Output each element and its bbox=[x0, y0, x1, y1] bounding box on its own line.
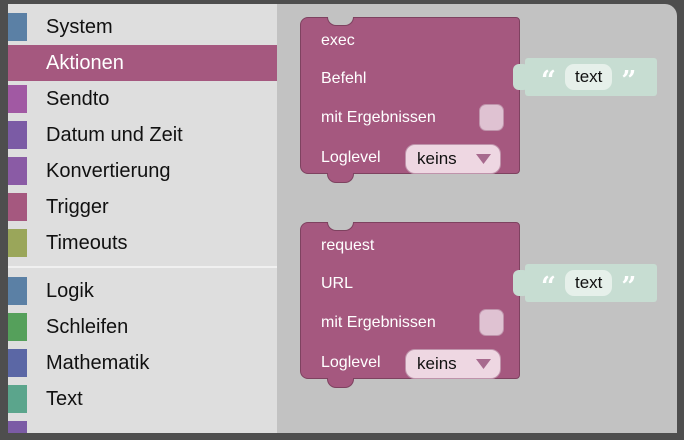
toolbox-separator bbox=[8, 261, 277, 273]
category-swatch-partial bbox=[8, 421, 27, 433]
block-request[interactable]: request URL mit Ergebnissen Loglevel kei… bbox=[300, 222, 520, 388]
sidebar-item-text[interactable]: Text bbox=[8, 381, 277, 417]
quote-open-icon: “ bbox=[541, 272, 556, 302]
sidebar-item-mathematik[interactable]: Mathematik bbox=[8, 345, 277, 381]
checkbox-label: mit Ergebnissen bbox=[321, 109, 436, 126]
quote-close-icon: ” bbox=[621, 66, 637, 96]
dropdown-value: keins bbox=[417, 149, 457, 168]
previous-connection-notch bbox=[327, 17, 354, 26]
category-swatch-timeouts bbox=[8, 229, 27, 257]
category-swatch-trigger bbox=[8, 193, 27, 221]
category-swatch-datum bbox=[8, 121, 27, 149]
sidebar-item-label: Konvertierung bbox=[46, 159, 171, 182]
next-connection-tab bbox=[327, 378, 354, 388]
quote-close-icon: ” bbox=[621, 272, 637, 302]
sidebar-item-aktionen[interactable]: Aktionen bbox=[8, 45, 277, 81]
category-swatch-system bbox=[8, 13, 27, 41]
sidebar-item-label: Schleifen bbox=[46, 315, 129, 338]
text-field-value: text bbox=[574, 273, 603, 292]
sidebar-item-label: Logik bbox=[46, 279, 94, 302]
checkbox-field[interactable] bbox=[479, 104, 504, 131]
previous-connection-notch bbox=[327, 222, 354, 231]
category-swatch-text bbox=[8, 385, 27, 413]
text-shadow-block[interactable]: “ text ” bbox=[513, 58, 657, 96]
category-swatch-aktionen bbox=[8, 49, 27, 77]
text-field[interactable]: text bbox=[564, 64, 613, 90]
loglevel-dropdown[interactable]: keins bbox=[405, 349, 501, 379]
blockly-workspace[interactable]: System Aktionen Sendto Datum und Zeit Ko… bbox=[8, 4, 677, 433]
sidebar-item-datum-und-zeit[interactable]: Datum und Zeit bbox=[8, 117, 277, 153]
sidebar-item-sendto[interactable]: Sendto bbox=[8, 81, 277, 117]
sidebar-item-trigger[interactable]: Trigger bbox=[8, 189, 277, 225]
sidebar-item-logik[interactable]: Logik bbox=[8, 273, 277, 309]
sidebar-item-schleifen[interactable]: Schleifen bbox=[8, 309, 277, 345]
toolbox-sidebar: System Aktionen Sendto Datum und Zeit Ko… bbox=[8, 4, 277, 433]
quote-open-icon: “ bbox=[541, 66, 556, 96]
chevron-down-icon bbox=[476, 154, 491, 164]
block-title: request bbox=[321, 237, 375, 254]
value-input-label: Befehl bbox=[321, 70, 367, 87]
sidebar-item-system[interactable]: System bbox=[8, 9, 277, 45]
chevron-down-icon bbox=[476, 359, 491, 369]
sidebar-item-label: System bbox=[46, 15, 113, 38]
output-connector-tab bbox=[513, 270, 529, 296]
category-swatch-logik bbox=[8, 277, 27, 305]
next-connection-tab bbox=[327, 173, 354, 183]
loglevel-dropdown[interactable]: keins bbox=[405, 144, 501, 174]
value-input-label: URL bbox=[321, 275, 354, 292]
block-title: exec bbox=[321, 32, 355, 49]
category-swatch-schleifen bbox=[8, 313, 27, 341]
sidebar-item-label: Text bbox=[46, 387, 83, 410]
text-field-value: text bbox=[574, 67, 603, 86]
sidebar-item-label: Timeouts bbox=[46, 231, 128, 254]
dropdown-label: Loglevel bbox=[321, 149, 381, 166]
output-connector-tab bbox=[513, 64, 529, 90]
sidebar-item-label: Datum und Zeit bbox=[46, 123, 183, 146]
category-swatch-konvertierung bbox=[8, 157, 27, 185]
sidebar-item-label: Aktionen bbox=[46, 51, 124, 74]
category-swatch-sendto bbox=[8, 85, 27, 113]
sidebar-item-konvertierung[interactable]: Konvertierung bbox=[8, 153, 277, 189]
sidebar-item-partial[interactable] bbox=[8, 417, 277, 433]
checkbox-label: mit Ergebnissen bbox=[321, 314, 436, 331]
dropdown-label: Loglevel bbox=[321, 354, 381, 371]
sidebar-item-label: Mathematik bbox=[46, 351, 150, 374]
text-shadow-block[interactable]: “ text ” bbox=[513, 264, 657, 302]
checkbox-field[interactable] bbox=[479, 309, 504, 336]
category-swatch-mathematik bbox=[8, 349, 27, 377]
sidebar-item-label: Sendto bbox=[46, 87, 110, 110]
text-field[interactable]: text bbox=[564, 270, 613, 296]
sidebar-item-timeouts[interactable]: Timeouts bbox=[8, 225, 277, 261]
sidebar-item-label: Trigger bbox=[46, 195, 109, 218]
block-exec[interactable]: exec Befehl mit Ergebnissen Loglevel kei… bbox=[300, 17, 520, 183]
dropdown-value: keins bbox=[417, 354, 457, 373]
